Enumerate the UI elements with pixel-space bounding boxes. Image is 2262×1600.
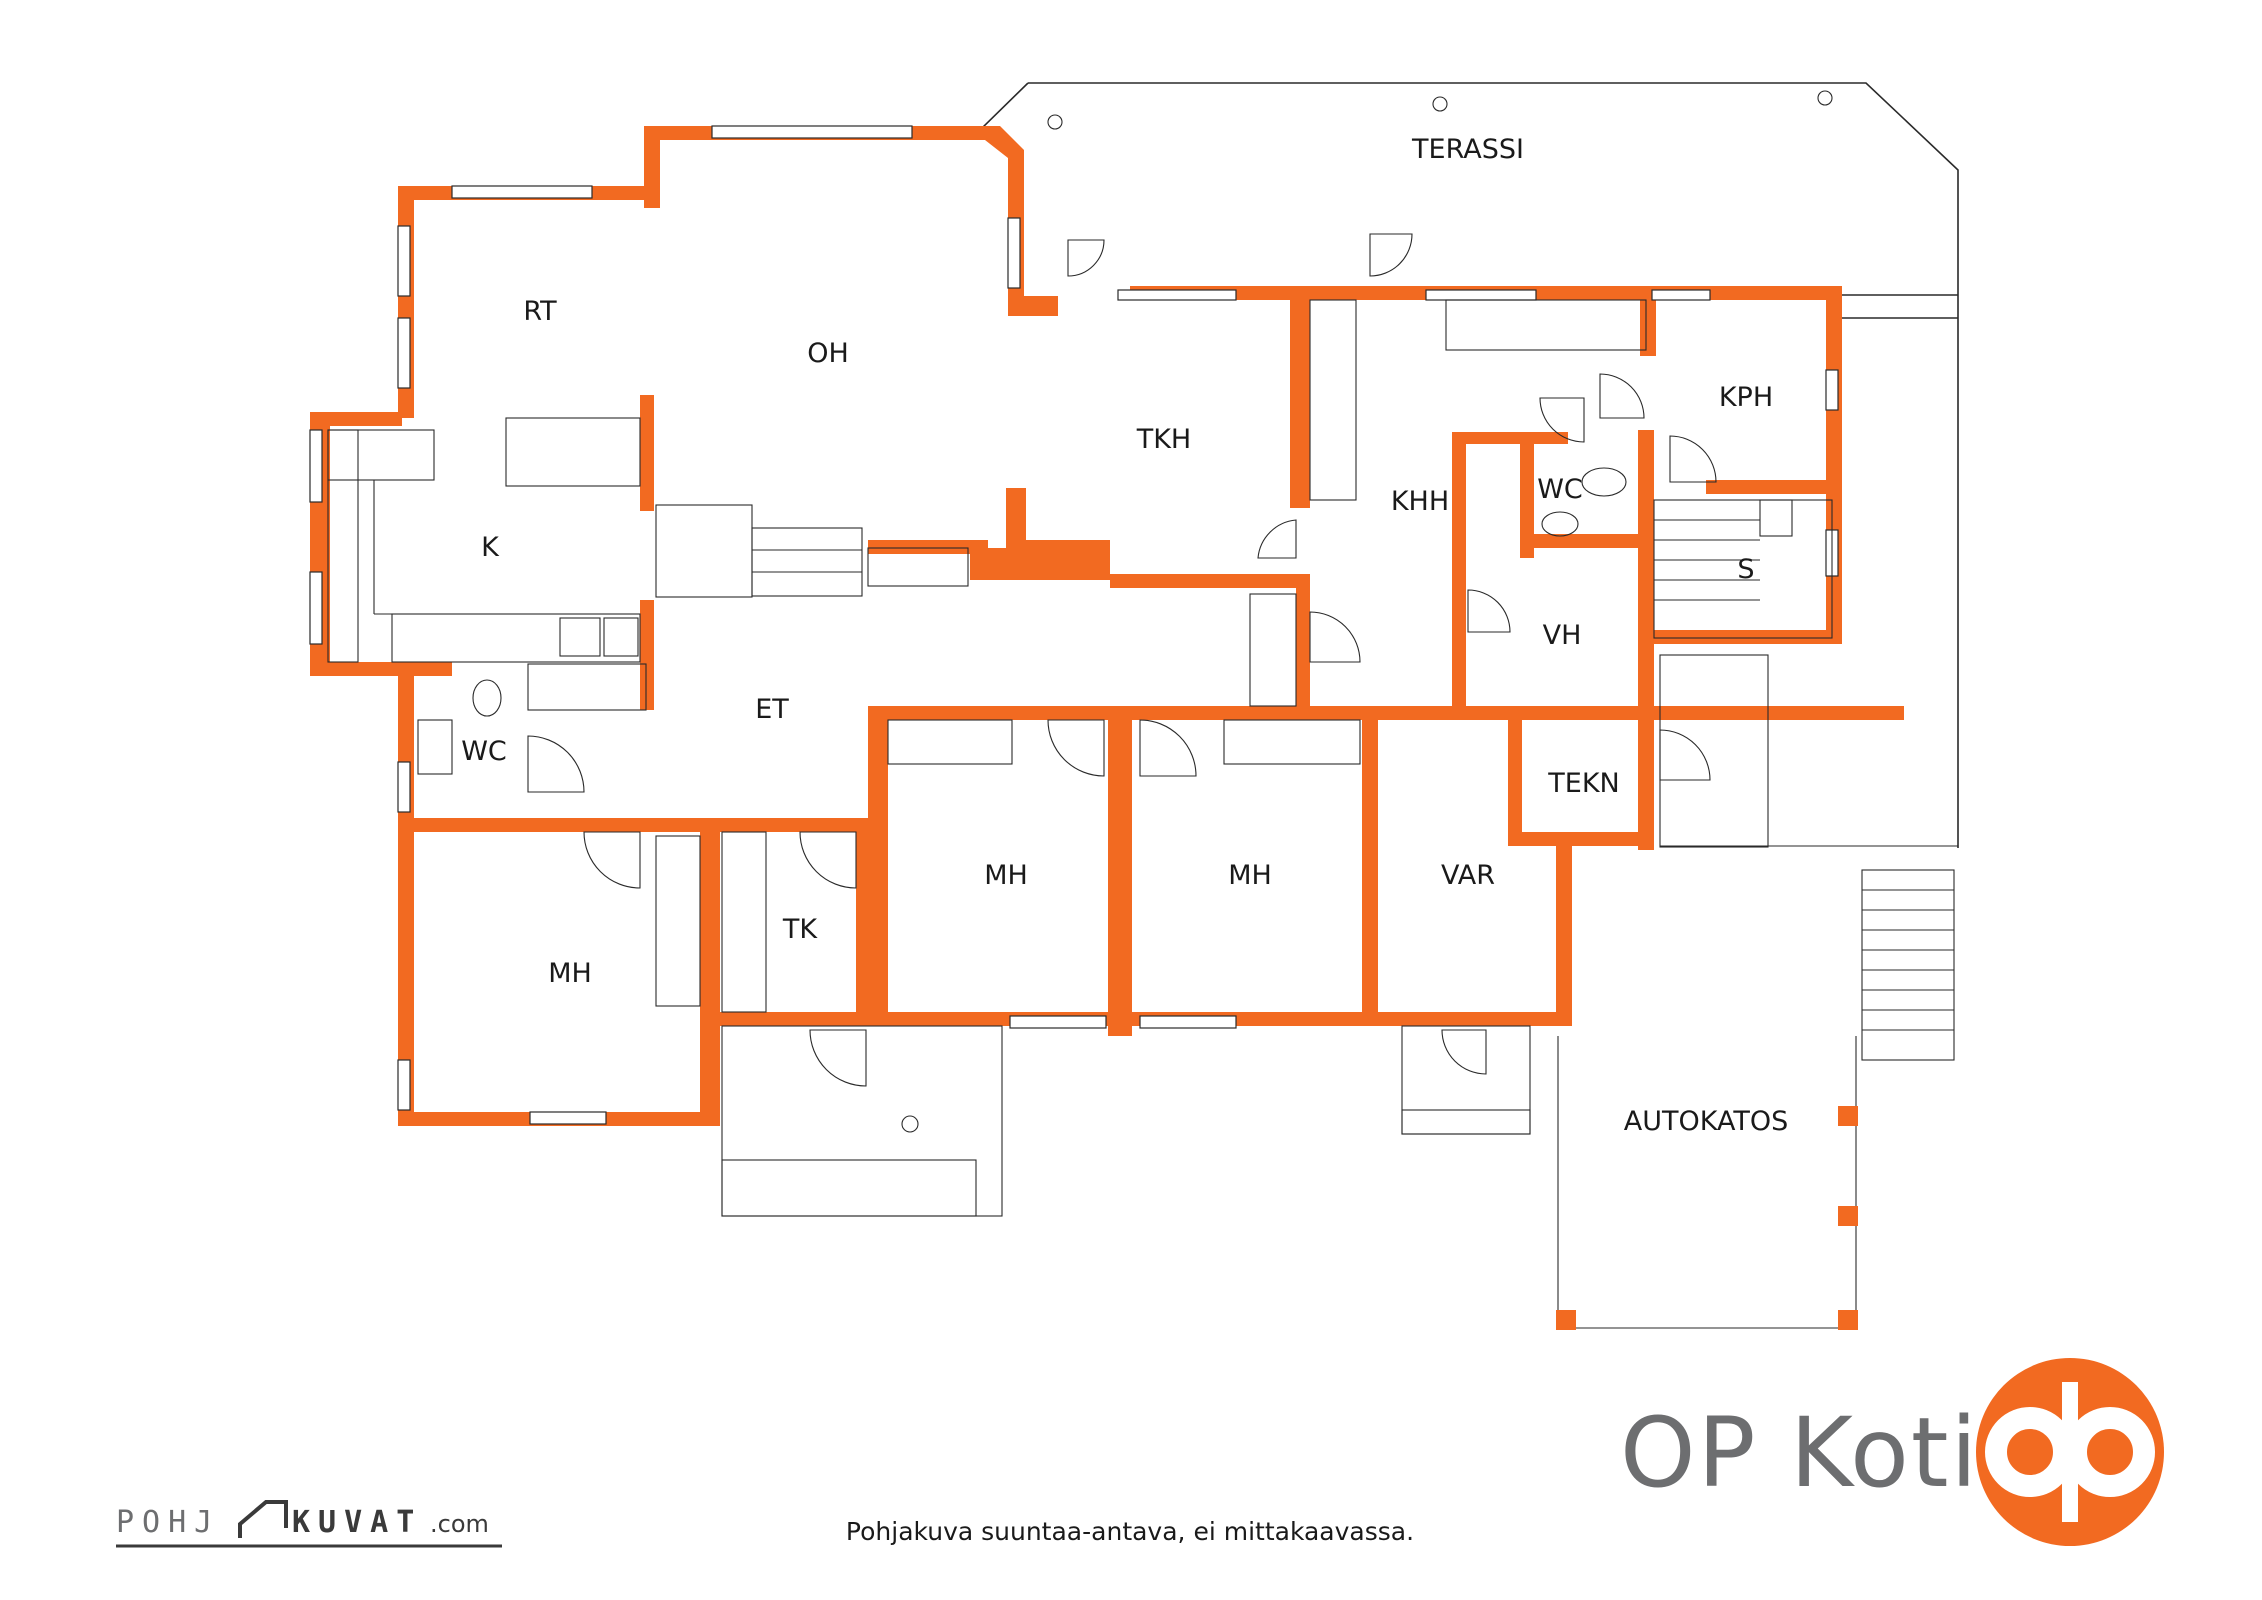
room-label-wc-bath: WC bbox=[1537, 474, 1583, 505]
pohjakuvat-domain: .com bbox=[430, 1510, 489, 1538]
room-label-wc-hall: WC bbox=[461, 736, 507, 767]
pohjakuvat-text-right: KUVAT bbox=[292, 1505, 422, 1540]
room-label-mh-mid1: MH bbox=[984, 860, 1028, 891]
room-label-tekn: TEKN bbox=[1547, 768, 1619, 799]
room-label-mh-mid2: MH bbox=[1228, 860, 1272, 891]
pohjakuvat-logo: POHJ KUVAT .com bbox=[116, 1500, 502, 1548]
room-label-rt: RT bbox=[523, 296, 557, 327]
disclaimer-text: Pohjakuva suuntaa-antava, ei mittakaavas… bbox=[846, 1517, 1414, 1546]
terrace-outline bbox=[979, 82, 1959, 848]
brand-name: OP Koti bbox=[1620, 1397, 1979, 1509]
pohjakuvat-text-left: POHJ bbox=[116, 1505, 220, 1540]
room-label-terassi: TERASSI bbox=[1411, 134, 1524, 165]
room-label-mh-left: MH bbox=[548, 958, 592, 989]
room-label-tkh: TKH bbox=[1136, 424, 1192, 455]
room-label-kph: KPH bbox=[1719, 382, 1773, 413]
room-label-vh: VH bbox=[1543, 620, 1582, 651]
op-koti-brand: OP Koti bbox=[1620, 1358, 2164, 1546]
room-label-k: K bbox=[481, 532, 500, 563]
pohjakuvat-stair-mark bbox=[238, 1500, 288, 1538]
room-label-var: VAR bbox=[1441, 860, 1495, 891]
room-label-tk: TK bbox=[782, 914, 818, 945]
room-label-autokatos: AUTOKATOS bbox=[1624, 1106, 1788, 1137]
room-label-s: S bbox=[1737, 554, 1754, 585]
room-labels: TERASSI RT OH TKH K KHH KPH WC S VH ET W… bbox=[461, 134, 1788, 1137]
op-logo-icon bbox=[1976, 1358, 2164, 1546]
fixtures bbox=[309, 125, 1958, 1330]
room-label-oh: OH bbox=[807, 338, 849, 369]
room-label-khh: KHH bbox=[1391, 486, 1449, 517]
room-label-et: ET bbox=[755, 694, 789, 725]
